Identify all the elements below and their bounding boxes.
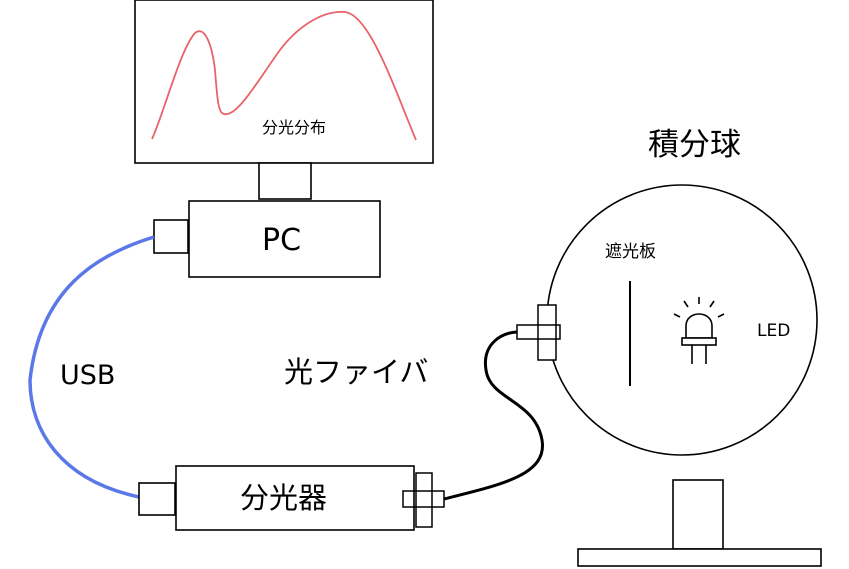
- sphere-stand-base: [577, 548, 822, 567]
- optical-fiber-cable: [443, 330, 544, 501]
- usb-cable: [28, 235, 155, 499]
- spectral-distribution-curve: [151, 11, 417, 141]
- optical-fiber-label: 光ファイバ: [284, 355, 429, 389]
- led-label: LED: [757, 321, 791, 341]
- spectral-distribution-label: 分光分布: [262, 118, 327, 137]
- monitor: [134, 0, 434, 164]
- sphere-fiber-port-barrel: [516, 324, 561, 340]
- spectrometer-usb-port: [138, 482, 176, 516]
- spectrometer-box: [175, 465, 415, 531]
- usb-label: USB: [60, 360, 116, 391]
- led-bulb-icon: [673, 297, 725, 364]
- integrating-sphere-label: 積分球: [648, 127, 741, 163]
- sphere-stand-post: [672, 479, 724, 550]
- spectrometer-fiber-connector-plate: [415, 472, 433, 528]
- pc-box: [188, 200, 381, 278]
- sphere-fiber-port-plate: [537, 304, 557, 361]
- light-shield-label: 遮光板: [605, 242, 656, 262]
- pc-usb-port: [153, 219, 189, 254]
- spectrometer-label: 分光器: [240, 481, 328, 515]
- monitor-stand: [258, 162, 312, 200]
- integrating-sphere: [546, 184, 818, 456]
- pc-label: PC: [262, 223, 302, 258]
